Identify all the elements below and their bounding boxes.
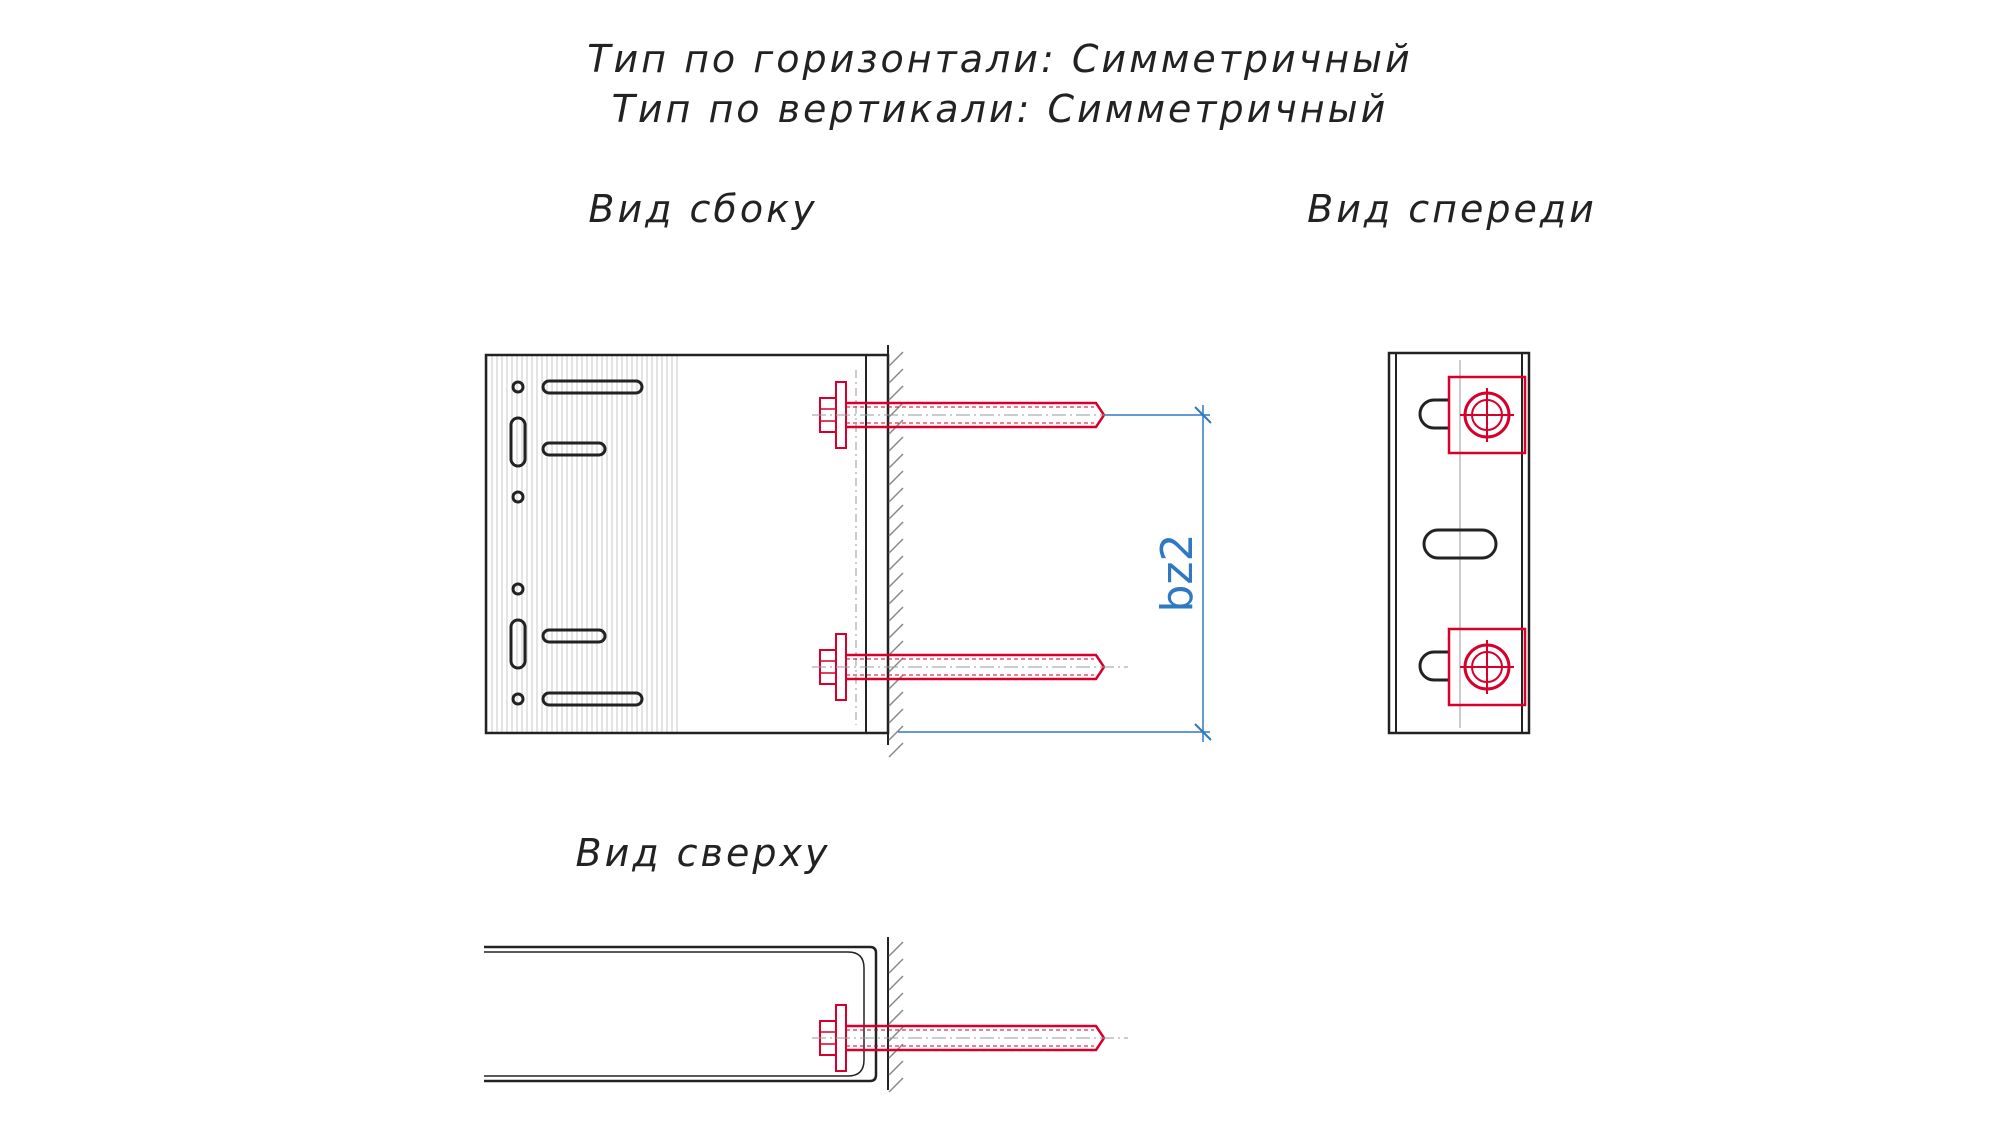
dimension-bz2: bz2 <box>898 405 1212 742</box>
hatch-stroke <box>888 623 904 639</box>
top-bracket-outer <box>484 945 878 1083</box>
horizontal-slot <box>541 628 607 644</box>
hatch-stroke <box>888 958 904 974</box>
hatch-stroke <box>888 487 904 503</box>
hatch-stroke <box>888 640 904 656</box>
hatch-stroke <box>888 1077 904 1093</box>
dim-tick-top <box>1194 406 1212 424</box>
hatch-stroke <box>888 691 904 707</box>
hatch-stroke <box>888 941 904 957</box>
horizontal-slot <box>541 379 644 395</box>
horizontal-slot <box>541 691 644 707</box>
hatch-stroke <box>888 1026 904 1042</box>
hatch-stroke <box>888 470 904 486</box>
hatch-stroke <box>888 992 904 1008</box>
front-bracket-outline <box>1387 351 1531 735</box>
ribbed-surface <box>486 355 678 733</box>
side-anchors <box>812 381 1128 701</box>
front-center-slot <box>1422 528 1498 560</box>
hatch-stroke <box>888 521 904 537</box>
square-washer <box>1447 627 1527 707</box>
square-washer <box>1447 375 1527 455</box>
hatch-stroke <box>888 368 904 384</box>
top-view-title: Вид сверху <box>576 831 831 875</box>
dim-label: bz2 <box>1152 533 1203 612</box>
hatch-stroke <box>888 606 904 622</box>
hatch-stroke <box>888 1009 904 1025</box>
round-hole <box>511 490 525 504</box>
hatch-stroke <box>888 725 904 741</box>
hatch-stroke <box>888 351 904 367</box>
front-view-title: Вид спереди <box>1307 187 1597 231</box>
front-anchors <box>1447 375 1527 707</box>
hatch-stroke <box>888 975 904 991</box>
side-view-title: Вид сбоку <box>588 187 817 231</box>
front-slot-bottom <box>1418 650 1450 682</box>
round-hole <box>511 692 525 706</box>
dim-tick-bottom <box>1194 723 1212 741</box>
side-view <box>484 345 1128 758</box>
side-holes <box>509 379 644 707</box>
hatch-stroke <box>888 436 904 452</box>
front-slot-top <box>1418 398 1450 430</box>
front-view <box>1387 351 1531 735</box>
hatch-stroke <box>888 572 904 588</box>
hatch-stroke <box>888 538 904 554</box>
hatch-stroke <box>888 742 904 758</box>
wall-hatch <box>888 351 904 758</box>
top-bracket-inner <box>484 951 865 1077</box>
hatch-stroke <box>888 589 904 605</box>
hatch-stroke <box>888 674 904 690</box>
hatch-stroke <box>888 385 904 401</box>
hatch-stroke <box>888 453 904 469</box>
header-line-1: Тип по горизонтали: Симметричный <box>587 37 1413 81</box>
round-hole <box>511 380 525 394</box>
round-hole <box>511 582 525 596</box>
hatch-stroke <box>888 708 904 724</box>
vertical-slot <box>509 416 527 468</box>
vertical-slot <box>509 618 527 670</box>
top-view <box>484 937 1128 1093</box>
horizontal-slot <box>541 441 607 457</box>
hatch-stroke <box>888 1060 904 1076</box>
header-line-2: Тип по вертикали: Симметричный <box>612 87 1389 131</box>
hatch-stroke <box>888 555 904 571</box>
top-anchor <box>812 1004 1128 1072</box>
hatch-stroke <box>888 657 904 673</box>
top-wall-hatch <box>888 941 904 1093</box>
hatch-stroke <box>888 504 904 520</box>
